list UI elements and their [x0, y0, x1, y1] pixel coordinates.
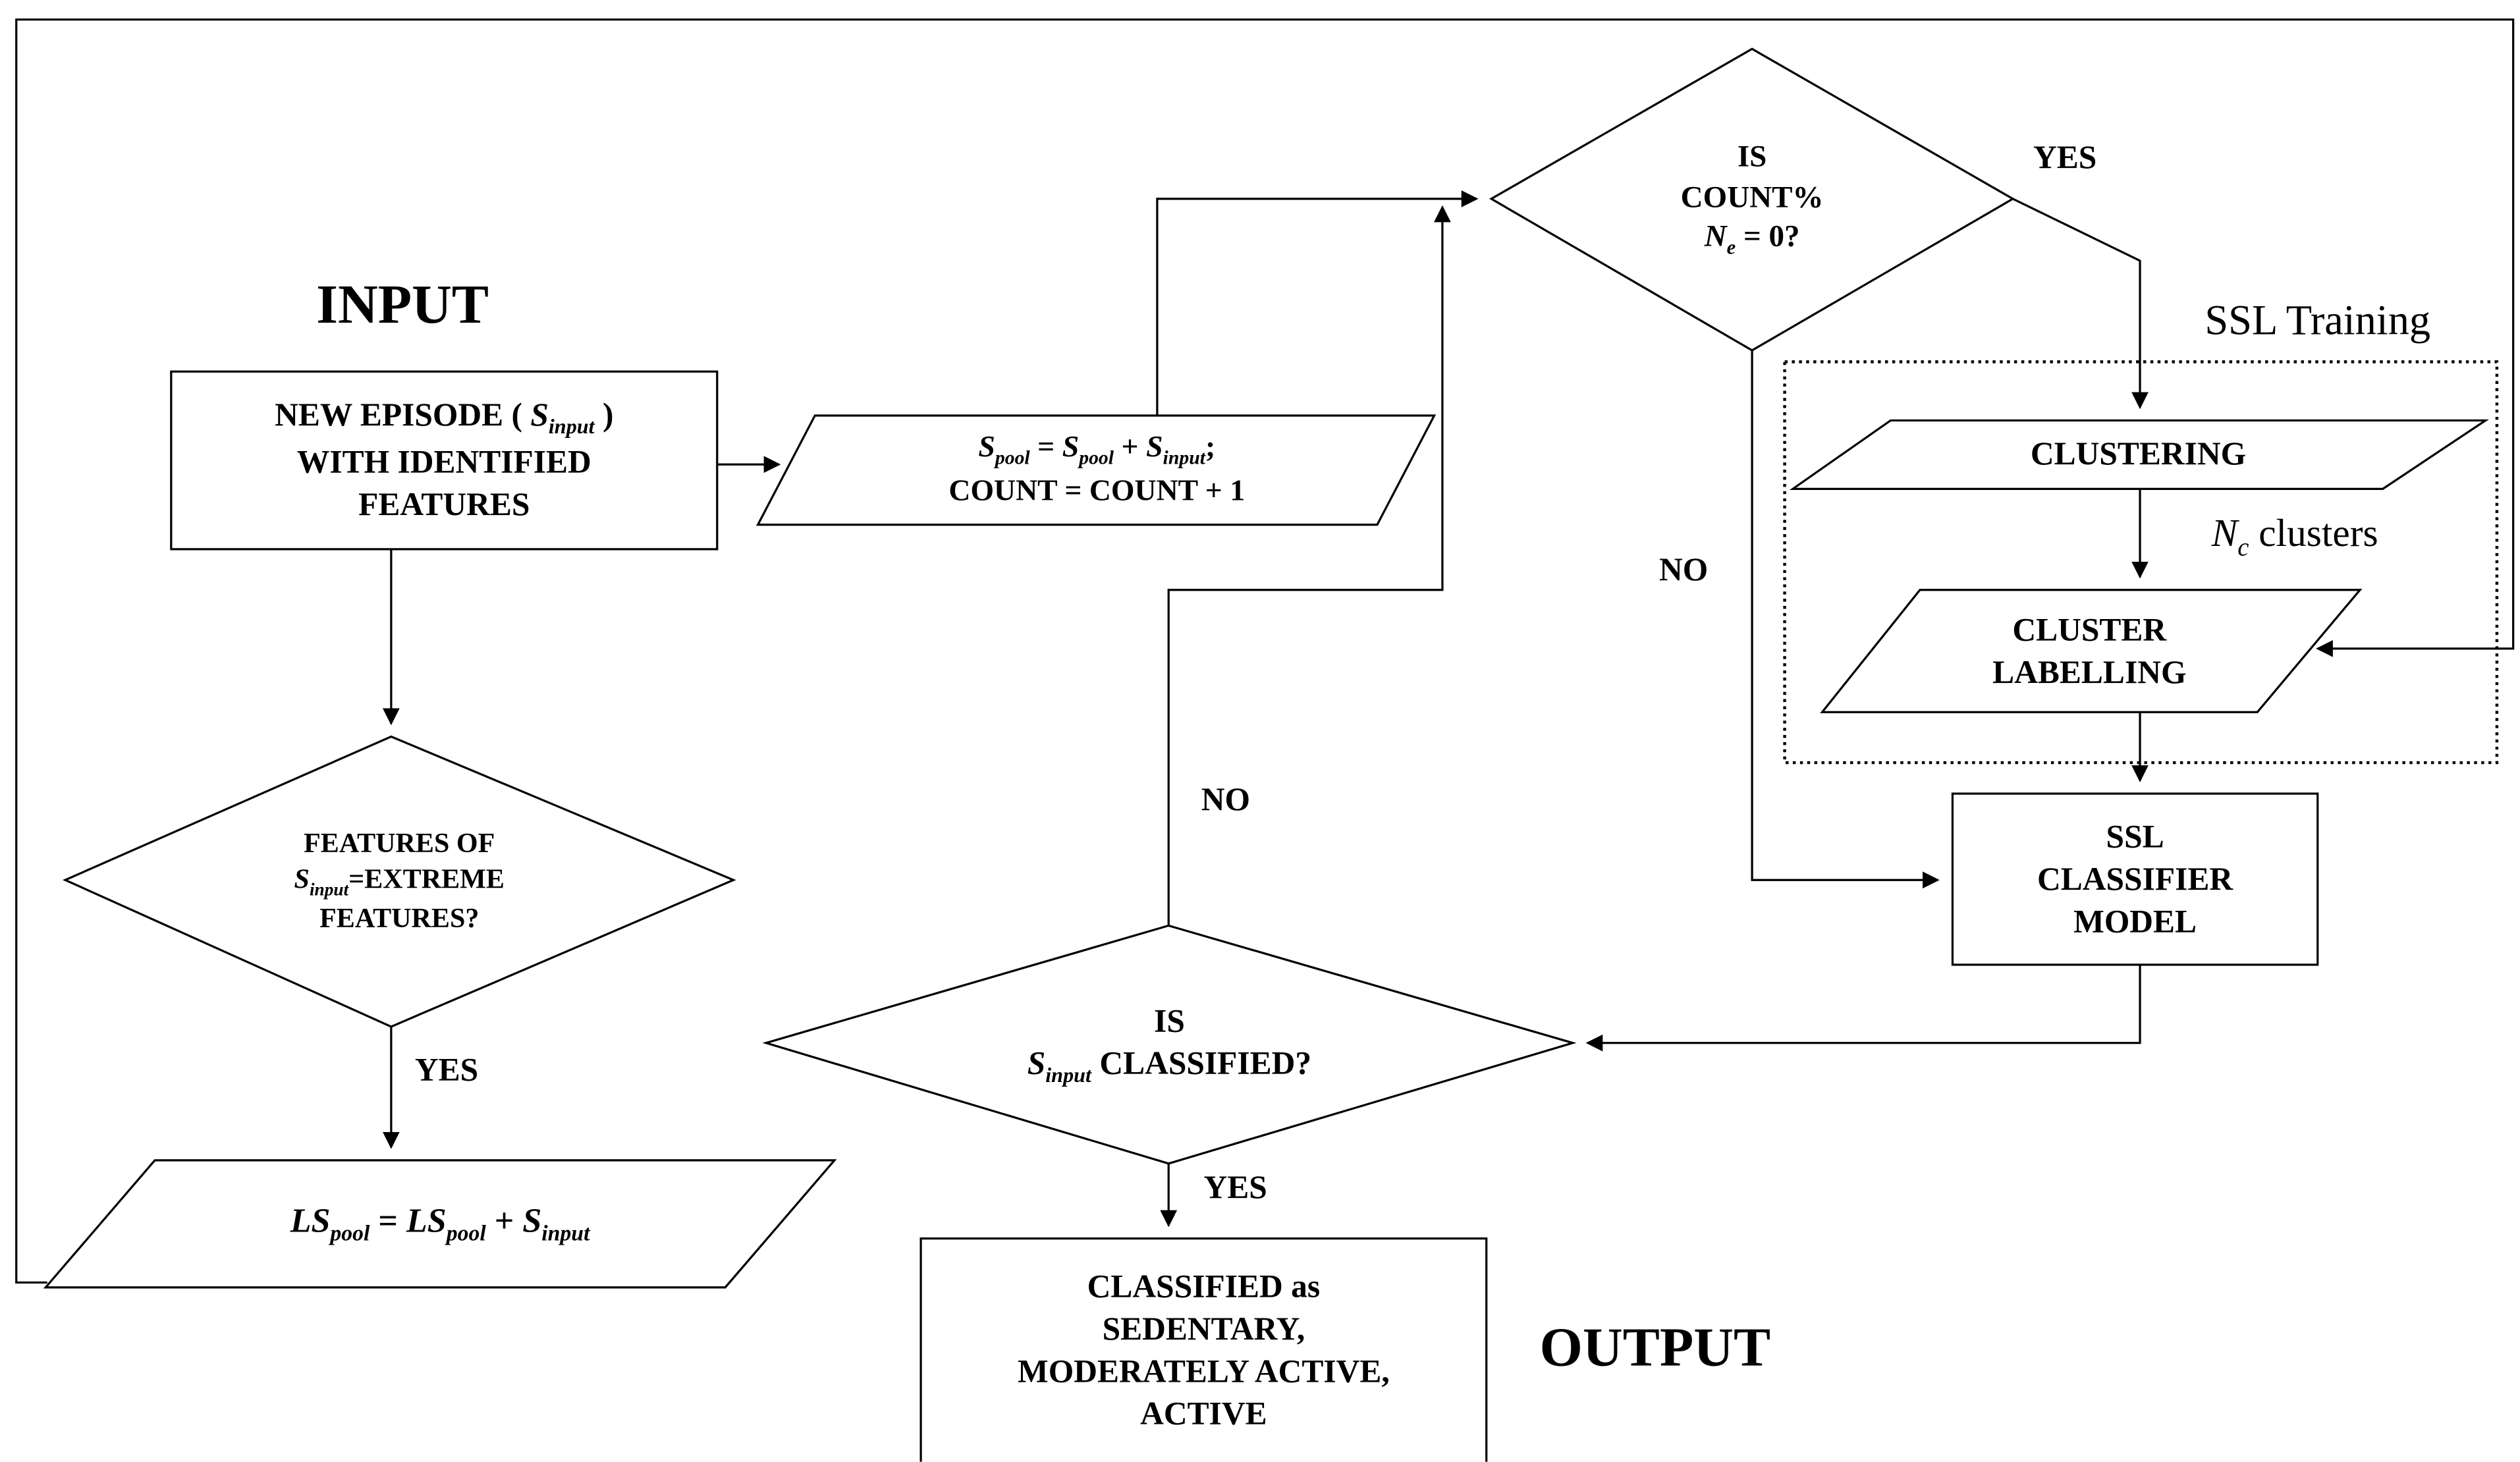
cluster-labelling-shape: [1820, 589, 2363, 713]
pool-update-parallelogram: Spool = Spool + Sinput;COUNT = COUNT + 1: [948, 432, 1246, 508]
edge-classified-no-feedback: [1167, 205, 1451, 926]
ssl-classifier-box-shape: [1951, 792, 2319, 966]
features-check-diamond-shape: [63, 735, 736, 1028]
classified-no-label: NO: [1201, 782, 1250, 819]
edge-pool-update-to-count-check: [1156, 190, 1479, 416]
ssl-training-dotted-box: [1783, 360, 2499, 765]
count-no-label: NO: [1659, 552, 1709, 589]
classified-yes-label: YES: [1203, 1170, 1267, 1206]
classified-check-diamond-shape: [762, 924, 1577, 1165]
clustering-shape: [1789, 419, 2489, 490]
edge-count-yes-to-clustering: [2012, 198, 2149, 410]
features-yes-label: YES: [414, 1052, 479, 1089]
output-title: OUTPUT: [1539, 1318, 1771, 1379]
nc-clusters-label: Nc clusters: [2211, 513, 2378, 562]
ls-pool-parallelogram: LSpool = LSpool + Sinput: [290, 1201, 590, 1246]
output-box-shape: [919, 1237, 1488, 1462]
input-title: INPUT: [316, 275, 489, 336]
edge-ls-pool-to-cluster-labelling: [15, 18, 2515, 1284]
count-yes-label: YES: [2033, 140, 2097, 176]
new-episode-box-shape: [170, 370, 719, 551]
clustering-parallelogram: CLUSTERING: [2030, 437, 2247, 473]
ls-pool-shape: [43, 1159, 837, 1289]
ssl-training-title: SSL Training: [2205, 296, 2431, 344]
pool-update-shape: [755, 414, 1437, 526]
edge-count-no-to-ssl-classifier: [1751, 350, 1940, 889]
edge-ssl-classifier-to-classified-check: [1585, 964, 2141, 1052]
